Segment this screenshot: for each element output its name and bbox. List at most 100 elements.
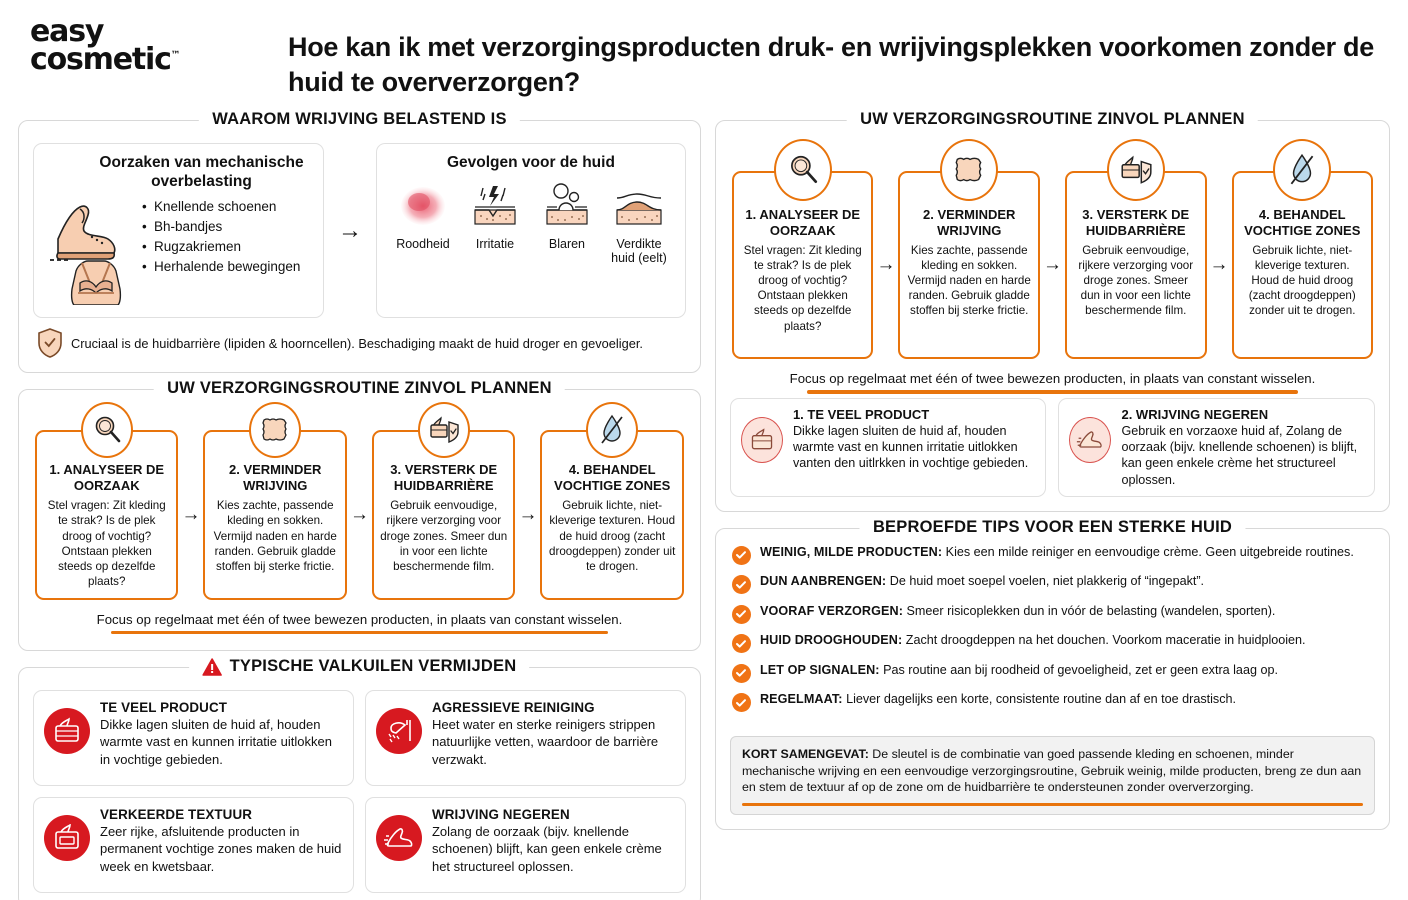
summary-underline [741,802,1363,807]
brand-logo: easy cosmetic™ [30,14,260,75]
routine-step-4[interactable]: 4. BEHANDEL VOCHTIGE ZONES Gebruik licht… [540,402,684,600]
effect-label: Blaren [548,237,586,251]
mini-pitfall-card[interactable]: 1. TE VEEL PRODUCT Dikke lagen sluiten d… [729,397,1047,497]
fabric-cloth-icon [249,402,302,459]
routine-arrow: → [181,503,201,525]
pitfall-heading: TE VEEL PRODUCT [100,700,227,716]
routine-step-text: Gebruik eenvoudige, rijkere verzorging v… [380,499,508,573]
tip-label: VOORAF VERZORGEN: [759,603,903,618]
routine-focus-note-left: Focus op regelmaat met één of twee bewez… [96,611,623,627]
check-circle-icon [731,604,751,624]
routine-step-3[interactable]: 3. VERSTERK DE HUIDBARRIÈRE Gebruik eenv… [1064,139,1207,359]
no-water-droplet-icon [1273,139,1332,201]
panel-routine-right: UW VERZORGINGSROUTINE ZINVOL PLANNEN [714,110,1390,512]
pitfall-card[interactable]: TE VEEL PRODUCT Dikke lagen sluiten de h… [33,690,354,787]
step-cell: 3. VERSTERK DE HUIDBARRIÈRE Gebruik eenv… [1064,139,1207,359]
panel-routine-right-body: 1. ANALYSEER DE OORZAAK Stel vragen: Zit… [716,121,1389,511]
effect-item: Blaren [531,180,603,251]
effect-item: Verdikte huid (eelt) [603,180,675,266]
panel-friction-body: Oorzaken van mechanische overbelasting [19,121,700,372]
effect-item: Roodheid [387,180,459,251]
tip-label: HUID DROOGHOUDEN: [759,633,903,648]
routine-step-title: 4. BEHANDEL VOCHTIGE ZONES [554,462,671,493]
routine-step-1[interactable]: 1. ANALYSEER DE OORZAAK Stel vragen: Zit… [35,402,179,600]
routine-step-text: Stel vragen: Zit kleding te strak? Is de… [743,244,862,333]
crucial-note: Cruciaal is de huidbarrière (lipiden & h… [33,328,686,359]
tip-text: HUID DROOGHOUDEN: Zacht droogdeppen na h… [760,633,1306,649]
routine-arrow: → [1042,254,1062,275]
routine-focus-note-right: Focus op regelmaat met één of twee bewez… [789,371,1316,386]
focus-underline [807,390,1298,394]
summary-box: KORT SAMENGEVAT: De sleutel is de combin… [729,735,1375,816]
routine-step-2[interactable]: 2. VERMINDER WRIJVING Kies zachte, passe… [898,139,1040,359]
routine-step-text: Gebruik lichte, niet-kleverige texturen.… [549,499,676,573]
causes-list: Knellende schoenen Bh-bandjes Rugzakriem… [142,195,300,305]
tips-list: WEINIG, MILDE PRODUCTEN: Kies een milde … [716,529,1389,732]
pitfall-card[interactable]: AGRESSIEVE REINIGING Heet water en sterk… [364,690,686,787]
routine-step-4[interactable]: 4. BEHANDEL VOCHTIGE ZONES Gebruik licht… [1231,139,1374,359]
shower-icon [375,708,422,755]
magnifier-icon [773,139,832,201]
routine-steps-right: 1. ANALYSEER DE OORZAAK Stel vragen: Zit… [730,139,1375,359]
pitfall-card[interactable]: WRIJVING NEGEREN Zolang de oorzaak (bijv… [364,797,686,894]
routine-step-title: 1. ANALYSEER DE OORZAAK [49,462,165,493]
routine-step-title: 4. BEHANDEL VOCHTIGE ZONES [1244,207,1361,238]
causes-item: Knellende schoenen [142,197,300,217]
pitfall-heading: VERKEERDE TEXTUUR [100,807,252,823]
panel-pitfalls-title: TYPISCHE VALKUILEN VERMIJDEN [189,657,530,677]
panel-routine-left-body: 1. ANALYSEER DE OORZAAK Stel vragen: Zit… [19,390,700,650]
tip-item: DUN AANBRENGEN: De huid moet soepel voel… [731,574,1373,595]
sneaker-icon [1069,416,1112,463]
routine-step-1[interactable]: 1. ANALYSEER DE OORZAAK Stel vragen: Zit… [731,139,874,359]
causes-item: Herhalende bewegingen [142,257,300,277]
pitfall-text: Heet water en sterke reinigers strippen … [431,717,659,767]
routine-step-3[interactable]: 3. VERSTERK DE HUIDBARRIÈRE Gebruik eenv… [371,402,516,600]
routine-step-title: 3. VERSTERK DE HUIDBARRIÈRE [390,462,498,493]
mini-pitfall-card[interactable]: 2. WRIJVING NEGEREN Gebruik en vorzaoxe … [1058,397,1375,497]
tip-label: REGELMAAT: [759,692,843,707]
tip-body: Liever dagelijks een korte, consistente … [842,692,1237,707]
routine-arrow: → [349,503,369,525]
pitfalls-grid: TE VEEL PRODUCT Dikke lagen sluiten de h… [33,690,686,894]
routine-step-title: 2. VERMINDER WRIJVING [922,207,1016,238]
routine-arrow: → [518,503,538,525]
effects-heading: Gevolgen voor de huid [446,154,615,171]
mini-pitfall-heading: 2. WRIJVING NEGEREN [1121,406,1269,422]
tip-item: WEINIG, MILDE PRODUCTEN: Kies een milde … [731,544,1373,565]
routine-step-text: Gebruik lichte, niet-kleverige texturen.… [1248,244,1356,318]
cream-tub-icon [44,815,90,862]
focus-underline [111,630,608,635]
cream-jar-icon [740,416,783,463]
mini-pitfalls-grid: 1. TE VEEL PRODUCT Dikke lagen sluiten d… [729,396,1375,497]
check-circle-icon [731,634,751,654]
step-cell: 1. ANALYSEER DE OORZAAK Stel vragen: Zit… [35,402,179,600]
routine-step-2[interactable]: 2. VERMINDER WRIJVING Kies zachte, passe… [203,402,347,600]
panel-routine-right-title: UW VERZORGINGSROUTINE ZINVOL PLANNEN [847,110,1258,129]
cream-jar-shield-icon [1106,139,1165,201]
tip-item: HUID DROOGHOUDEN: Zacht droogdeppen na h… [731,633,1373,654]
check-circle-icon [731,575,751,595]
shield-check-icon [38,328,62,359]
tip-body: Smeer risicoplekken dun in vóór de belas… [903,603,1276,618]
redness-blotch-icon [400,187,445,225]
crucial-text: Cruciaal is de huidbarrière (lipiden & h… [71,335,643,351]
check-circle-icon [731,663,751,683]
tip-text: REGELMAAT: Liever dagelijks een korte, c… [760,692,1236,708]
tip-label: LET OP SIGNALEN: [759,662,880,677]
tip-text: LET OP SIGNALEN: Pas routine aan bij roo… [760,663,1278,679]
brand-logo-line1: easy [30,14,104,49]
pitfall-card[interactable]: VERKEERDE TEXTUUR Zeer rijke, afsluitend… [33,797,354,894]
effect-label: Irritatie [475,237,515,251]
panel-pitfalls-body: TE VEEL PRODUCT Dikke lagen sluiten de h… [19,668,700,900]
step-cell: 2. VERMINDER WRIJVING Kies zachte, passe… [203,402,347,600]
causes-heading: Oorzaken van mechanische overbelasting [99,154,304,190]
causes-card: Oorzaken van mechanische overbelasting [33,143,324,319]
step-cell: 3. VERSTERK DE HUIDBARRIÈRE Gebruik eenv… [371,402,516,600]
panel-pitfalls: TYPISCHE VALKUILEN VERMIJDEN [18,657,701,900]
effect-label: Verdikte huid (eelt) [611,237,667,266]
content-columns: WAAROM WRIJVING BELASTEND IS Oorzaken va… [0,110,1408,900]
tip-body: Kies een milde reiniger en eenvoudige cr… [942,544,1354,559]
causes-illustration [44,195,136,306]
panel-routine-left-title: UW VERZORGINGSROUTINE ZINVOL PLANNEN [154,379,565,399]
